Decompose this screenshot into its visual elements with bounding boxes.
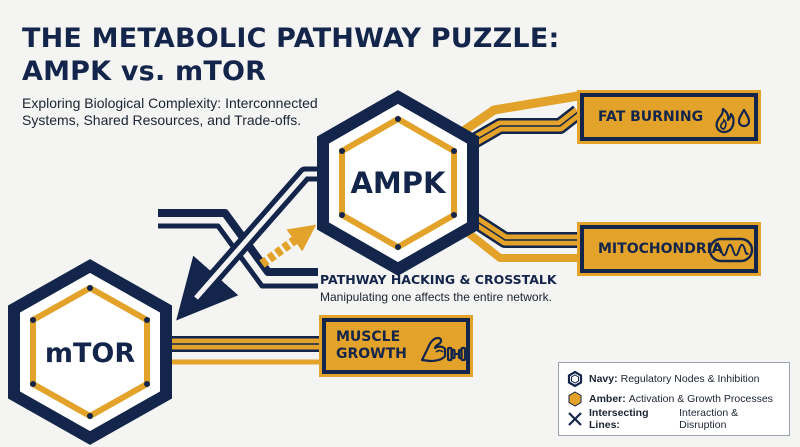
title-line-2: AMPK vs. mTOR <box>22 56 267 87</box>
flexed-arm-dumbbell-icon <box>420 336 466 363</box>
crosstalk-description: Manipulating one affects the entire netw… <box>320 290 552 304</box>
fat-burning-box: FAT BURNING <box>577 90 761 144</box>
page-title: THE METABOLIC PATHWAY PUZZLE: AMPK vs. m… <box>22 22 559 88</box>
crosstalk-title: PATHWAY HACKING & CROSSTALK <box>320 272 557 287</box>
crosstalk-annotation: PATHWAY HACKING & CROSSTALK Manipulating… <box>320 272 580 304</box>
subtitle-line-1: Exploring Biological Complexity: Interco… <box>22 95 318 111</box>
legend-lines-text: Interaction & Disruption <box>679 407 739 431</box>
flame-drop-icon <box>715 107 751 134</box>
legend: Navy: Regulatory Nodes & Inhibition Ambe… <box>558 362 790 436</box>
legend-row-amber: Amber: Activation & Growth Processes <box>567 389 781 409</box>
legend-row-lines: Intersecting Lines: Interaction & Disrup… <box>567 407 781 431</box>
page-subtitle: Exploring Biological Complexity: Interco… <box>22 95 322 129</box>
legend-lines-label: Intersecting Lines: <box>589 407 649 431</box>
muscle-growth-line-1: MUSCLE <box>336 329 401 345</box>
muscle-growth-label: MUSCLE GROWTH <box>336 329 407 363</box>
mtor-label: mTOR <box>45 338 136 369</box>
legend-navy-label: Navy: <box>589 373 618 385</box>
legend-row-navy: Navy: Regulatory Nodes & Inhibition <box>567 369 781 389</box>
connector-ampk-mitochondria <box>457 205 578 262</box>
ampk-node: AMPK <box>317 90 479 276</box>
legend-amber-label: Amber: <box>589 393 626 405</box>
mitochondria-label: MITOCHONDRIA <box>598 240 723 257</box>
mtor-node: mTOR <box>8 259 172 445</box>
muscle-growth-line-2: GROWTH <box>336 346 407 362</box>
crosstalk-arrow <box>259 224 317 268</box>
mitochondria-icon <box>708 237 754 263</box>
navy-hexagon-icon <box>567 371 583 387</box>
amber-hexagon-icon <box>568 391 582 407</box>
legend-amber-text: Activation & Growth Processes <box>628 393 773 405</box>
muscle-growth-box: MUSCLE GROWTH <box>319 315 473 377</box>
connector-mtor-muscle-growth <box>168 336 322 365</box>
ampk-label: AMPK <box>350 166 447 200</box>
mitochondria-box: MITOCHONDRIA <box>577 222 761 276</box>
title-line-1: THE METABOLIC PATHWAY PUZZLE: <box>22 23 560 54</box>
subtitle-line-2: Systems, Shared Resources, and Trade-off… <box>22 112 302 128</box>
fat-burning-label: FAT BURNING <box>598 108 704 125</box>
legend-navy-text: Regulatory Nodes & Inhibition <box>620 373 760 385</box>
connector-ampk-fat-burning <box>457 91 583 155</box>
intersecting-lines-icon <box>568 412 582 426</box>
